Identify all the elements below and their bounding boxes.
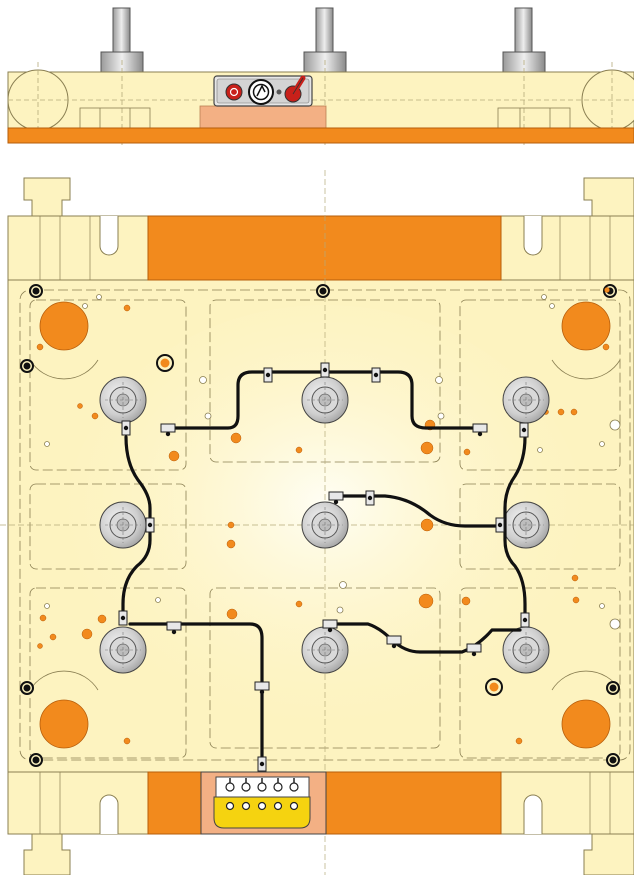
hose-fitting [263,367,273,383]
hose-fitting [254,681,270,695]
nozzle [502,501,550,549]
control-module[interactable] [213,75,313,107]
circuit-bottom-right [334,622,522,654]
hose-fittings [118,362,530,772]
hose-fitting [160,423,176,437]
hose-fitting [365,490,375,506]
hose-fitting [166,621,182,635]
manifold-port[interactable] [241,778,251,811]
circuit-right [503,435,527,618]
top-orange-plate [7,127,634,144]
upper-band [8,215,634,281]
lever-icon[interactable] [284,75,306,103]
hose-fitting [495,517,505,533]
nozzle [502,376,550,424]
front-view [0,170,634,875]
ear-bottom-left [23,831,71,875]
nozzles [99,376,550,674]
nozzle [301,626,349,674]
hose-fitting [519,422,529,438]
hose-fitting [320,362,330,378]
dial-icon[interactable] [248,79,274,105]
circuit-left [121,435,152,618]
nozzle [99,376,147,424]
manifold-port[interactable] [225,778,235,811]
power-icon[interactable] [225,83,243,101]
hose-fitting [328,491,344,505]
hose-fitting [472,423,488,437]
hose-fitting [520,612,530,628]
manifold-ports [225,778,299,811]
gauge-icon [276,89,282,95]
hose-fitting [466,643,482,657]
circuit-center [334,494,498,528]
hose-fitting [257,756,267,772]
bolt-holes [20,284,620,767]
top-view [7,7,634,145]
orange-dots [36,287,610,745]
hose-fitting [371,367,381,383]
bolt-right [502,7,546,73]
manifold-port[interactable] [289,778,299,811]
ear-top-left [23,177,71,219]
hose-circuits [121,370,527,772]
corner-holes [29,301,621,749]
hose-fitting [322,619,338,633]
manifold-port[interactable] [257,778,267,811]
hose-fitting [386,635,402,649]
nozzle [301,501,349,549]
nozzle [99,501,147,549]
nozzle [99,626,147,674]
manifold-port[interactable] [273,778,283,811]
ear-bottom-right [583,831,634,875]
nozzle [502,626,550,674]
circuit-bottom-left [128,622,264,772]
hose-fitting [118,610,128,626]
hose-fitting [145,517,155,533]
salmon-insert [199,105,327,129]
small-holes [44,294,621,630]
hose-fitting [121,420,131,436]
manifold[interactable] [200,771,327,835]
ear-top-right [583,177,634,219]
nozzle [301,376,349,424]
